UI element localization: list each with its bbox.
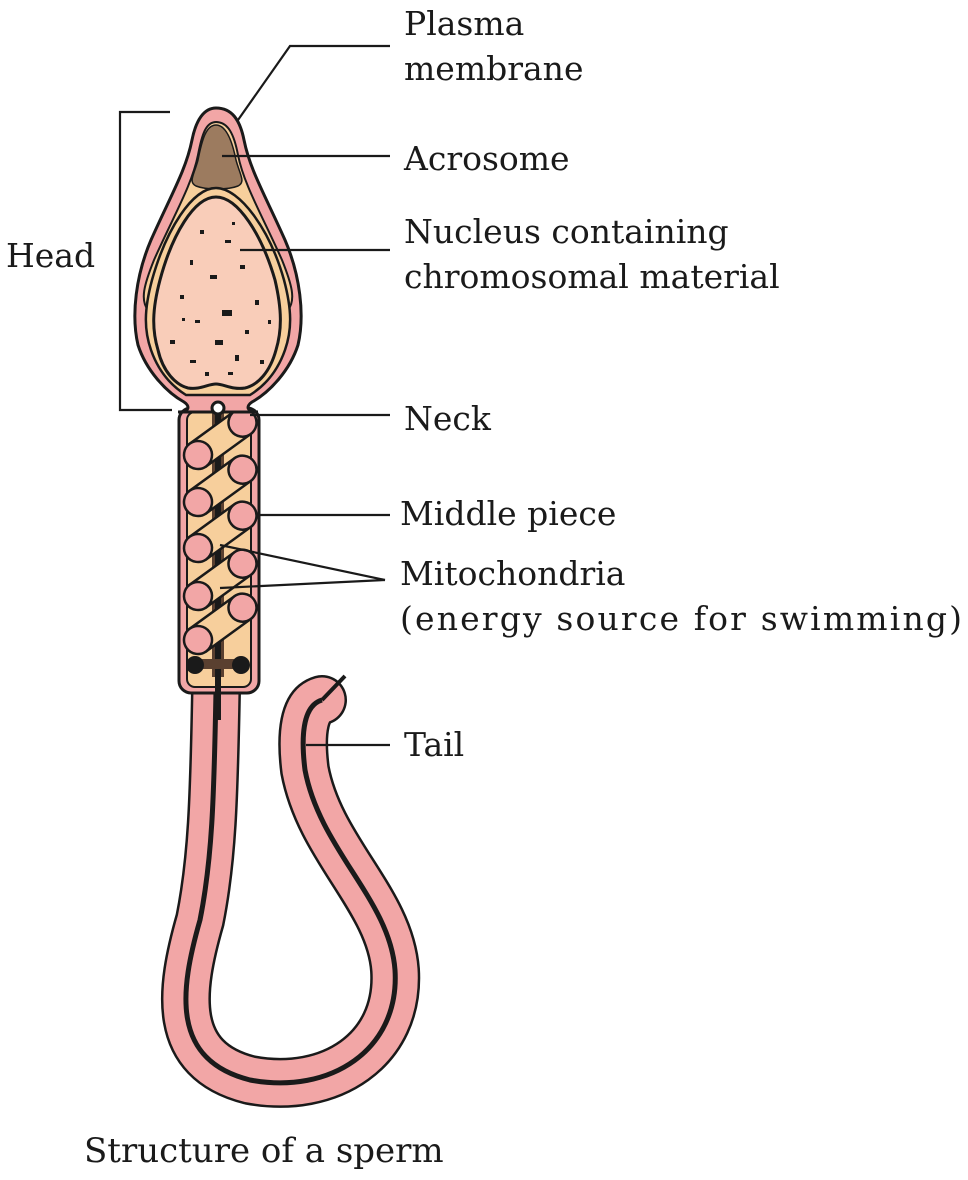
- label-plasma-membrane-1: Plasma: [404, 4, 524, 43]
- chromatin-dots: [170, 222, 271, 376]
- label-plasma-membrane-2: membrane: [404, 49, 583, 88]
- mitochondria-leader-1: [219, 543, 386, 582]
- mitochondria: [182, 407, 258, 656]
- nucleus: [152, 195, 282, 390]
- plasma-membrane-leader: [237, 44, 390, 121]
- centriole: [210, 400, 226, 416]
- figure-caption: Structure of a sperm: [84, 1131, 444, 1171]
- label-middle-piece: Middle piece: [400, 494, 616, 533]
- label-mitochondria-1: Mitochondria: [400, 554, 625, 593]
- middle-piece: [177, 406, 261, 720]
- label-acrosome: Acrosome: [403, 139, 570, 178]
- label-nucleus-1: Nucleus containing: [404, 212, 729, 251]
- label-tail: Tail: [404, 725, 464, 764]
- label-neck: Neck: [404, 399, 492, 438]
- tail: [160, 665, 421, 1108]
- head: [133, 106, 303, 416]
- label-mitochondria-2: (energy source for swimming): [400, 599, 962, 638]
- label-head: Head: [6, 236, 95, 275]
- mitochondria-leader-2: [219, 578, 386, 590]
- head-bracket: [118, 110, 172, 412]
- label-nucleus-2: chromosomal material: [404, 257, 780, 296]
